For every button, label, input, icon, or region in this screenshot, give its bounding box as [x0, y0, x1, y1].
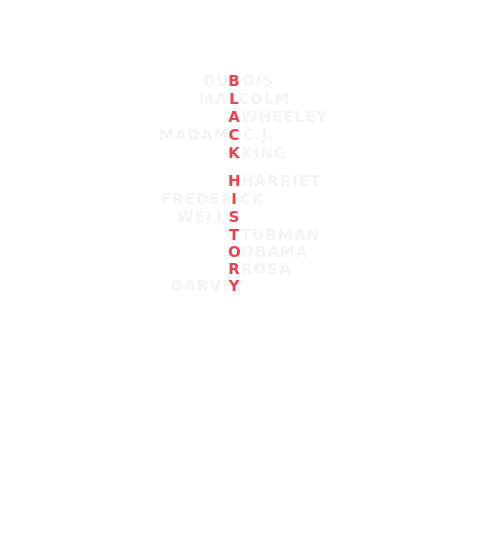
name-word: ROSA: [241, 260, 292, 278]
spine-letter-h: H: [228, 172, 241, 190]
spine-letter-k: K: [228, 144, 240, 162]
spine-letter-y: Y: [228, 277, 240, 295]
name-word: C.J.: [243, 126, 275, 144]
spine-letter-t: T: [228, 226, 240, 244]
spine-letter-a: A: [228, 108, 240, 126]
spine-letter-o: O: [228, 243, 241, 261]
spine-letter-l: L: [229, 90, 239, 108]
name-word: WHEELEY: [241, 108, 329, 126]
black-history-typography-graphic: DUBOIS MALCOLM WHEELEY MADAM C.J. KING H…: [155, 68, 327, 295]
spine-letter-b: B: [228, 72, 240, 90]
spine-letter-r: R: [228, 260, 240, 278]
name-word: KING: [241, 144, 288, 162]
name-word: FREDERICK: [161, 190, 265, 208]
name-word: GARVEY: [171, 277, 246, 295]
spine-letter-i: I: [231, 190, 237, 208]
name-word: DUBOIS: [203, 72, 275, 90]
name-word: MALCOLM: [199, 90, 291, 108]
spine-letter-c: C: [228, 126, 240, 144]
name-word: HARRIET: [241, 172, 322, 190]
name-word: MADAM: [159, 126, 230, 144]
name-word: WELLS: [177, 208, 239, 226]
name-word: OBAMA: [241, 243, 309, 261]
spine-letter-s: S: [228, 208, 240, 226]
name-word: TUBMAN: [241, 226, 320, 244]
